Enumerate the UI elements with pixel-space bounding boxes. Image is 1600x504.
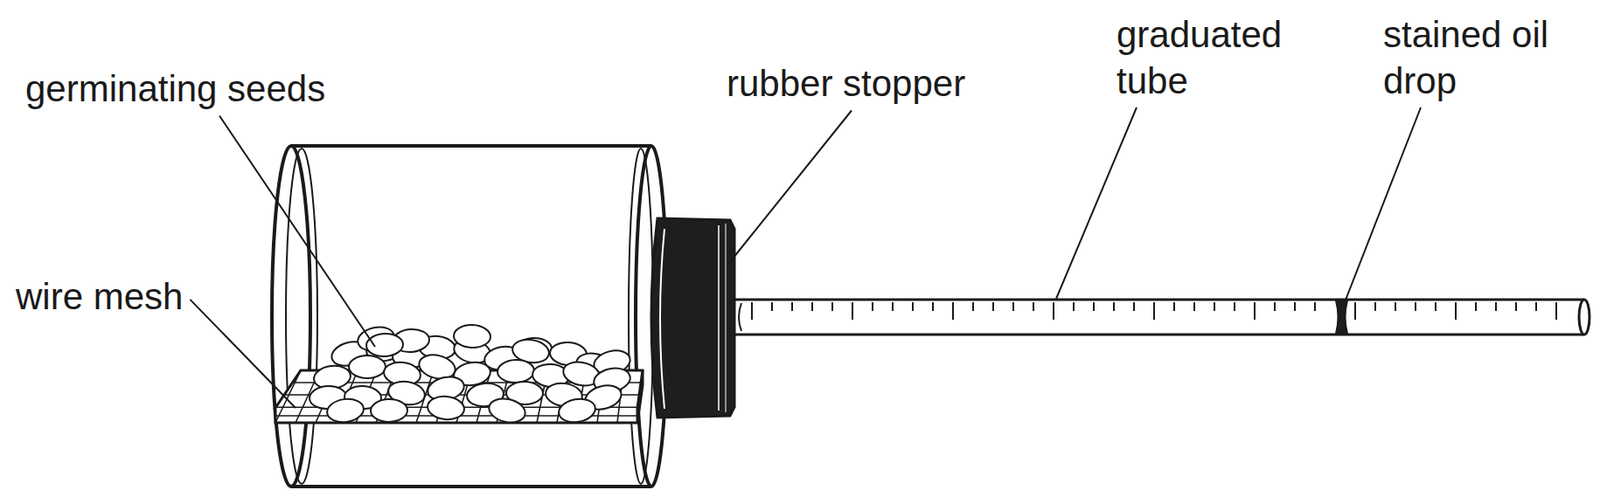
graduation-mark [1474,302,1477,312]
part-label: stained oil drop [1383,12,1559,105]
graduation-mark [851,302,854,320]
graduation-mark [1012,302,1015,312]
graduation-mark [811,302,814,312]
graduation-mark [1414,302,1417,312]
seed [556,396,598,426]
graduation-mark [1374,302,1377,312]
leader-line [1056,107,1137,300]
seed [497,359,536,383]
seed [325,396,365,425]
graduation-mark [1253,302,1256,320]
label-position: graduated tube [1116,12,1327,105]
graduation-mark [1555,302,1558,320]
graduation-mark [1092,302,1095,312]
graduation-mark [1495,302,1497,312]
label-position: wire mesh [15,274,183,321]
graduation-mark [1354,302,1357,320]
glass-vessel [271,146,668,487]
graduation-mark [1072,302,1075,312]
graduation-mark [751,302,753,320]
leader-line [219,116,376,348]
label-position: germinating seeds [25,66,326,113]
graduation-mark [952,302,954,320]
graduation-mark [1133,302,1135,312]
germinating-seeds [308,324,633,426]
mesh-wire [275,370,301,424]
graduation-mark [992,302,995,312]
part-label: graduated tube [1116,12,1327,105]
seed [348,355,386,379]
graduation-mark [1515,302,1517,312]
graduation-mark [911,302,914,312]
part-label: rubber stopper [726,61,966,108]
seed [453,324,492,348]
seed [426,395,466,422]
graduation-mark [1293,302,1296,312]
graduation-mark [1213,302,1216,312]
graduation-mark [1233,302,1236,312]
graduation-mark [1314,302,1316,312]
graduation-mark [1454,302,1457,320]
graduation-mark [1273,302,1276,312]
graduation-mark [871,302,874,312]
label-position: rubber stopper [726,61,966,108]
graduation-mark [1535,302,1538,312]
graduation-mark [1153,302,1155,320]
graduation-mark [1193,302,1196,312]
part-label: germinating seeds [25,66,326,113]
graduation-mark [891,302,894,312]
graduation-mark [771,302,773,312]
seed [370,399,408,424]
graduation-mark [932,302,934,312]
graduation-mark [972,302,974,312]
seed [486,396,529,427]
leader-line [189,299,296,409]
mesh-wire [637,370,643,424]
graduation-mark [1052,302,1055,320]
graduation-mark [1434,302,1437,312]
graduation-mark [791,302,794,312]
graduation-mark [831,302,834,312]
graduation-mark [1032,302,1035,312]
rubber-stopper [651,218,735,418]
graduation-mark [1394,302,1397,312]
graduated-tube [734,299,1590,335]
oil-drop [1335,300,1348,334]
label-position: stained oil drop [1383,12,1559,105]
seed [365,333,404,358]
leader-line [1344,107,1421,303]
leader-line [729,111,852,265]
graduation-mark [1113,302,1115,312]
graduation-mark [1173,302,1176,312]
part-label: wire mesh [15,274,183,321]
